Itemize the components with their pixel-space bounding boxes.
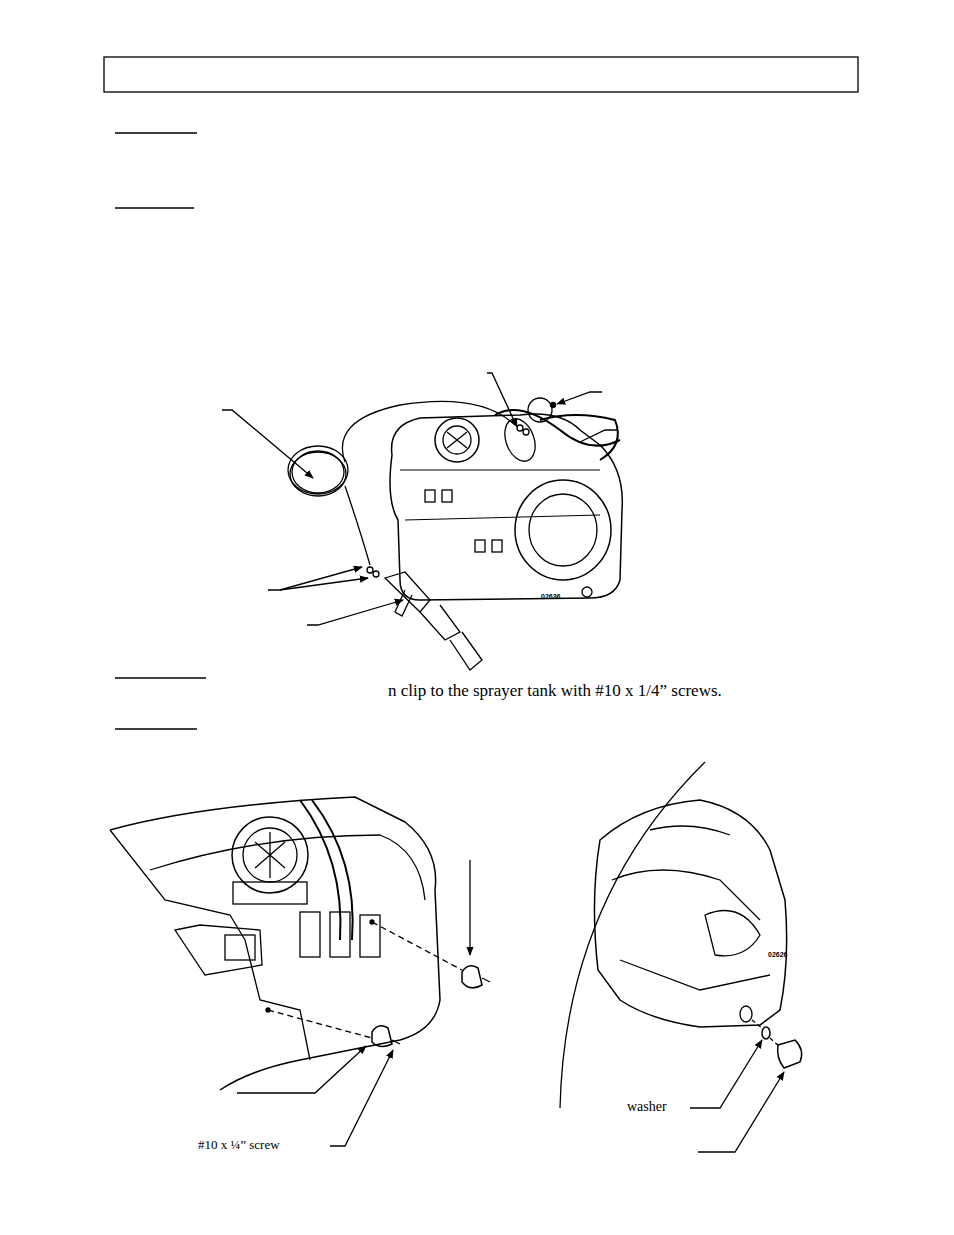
figure-number: 02636 xyxy=(541,593,560,600)
part-label: washer xyxy=(627,1100,667,1114)
header-box xyxy=(104,57,858,92)
figure-number: 02626 xyxy=(768,951,787,958)
sprayer-figure xyxy=(222,373,622,670)
clip-figure xyxy=(110,797,490,1146)
step-text: n clip to the sprayer tank with #10 x 1/… xyxy=(388,682,722,699)
part-label: #10 x ¼” screw xyxy=(198,1138,280,1151)
drain-figure xyxy=(560,762,802,1152)
